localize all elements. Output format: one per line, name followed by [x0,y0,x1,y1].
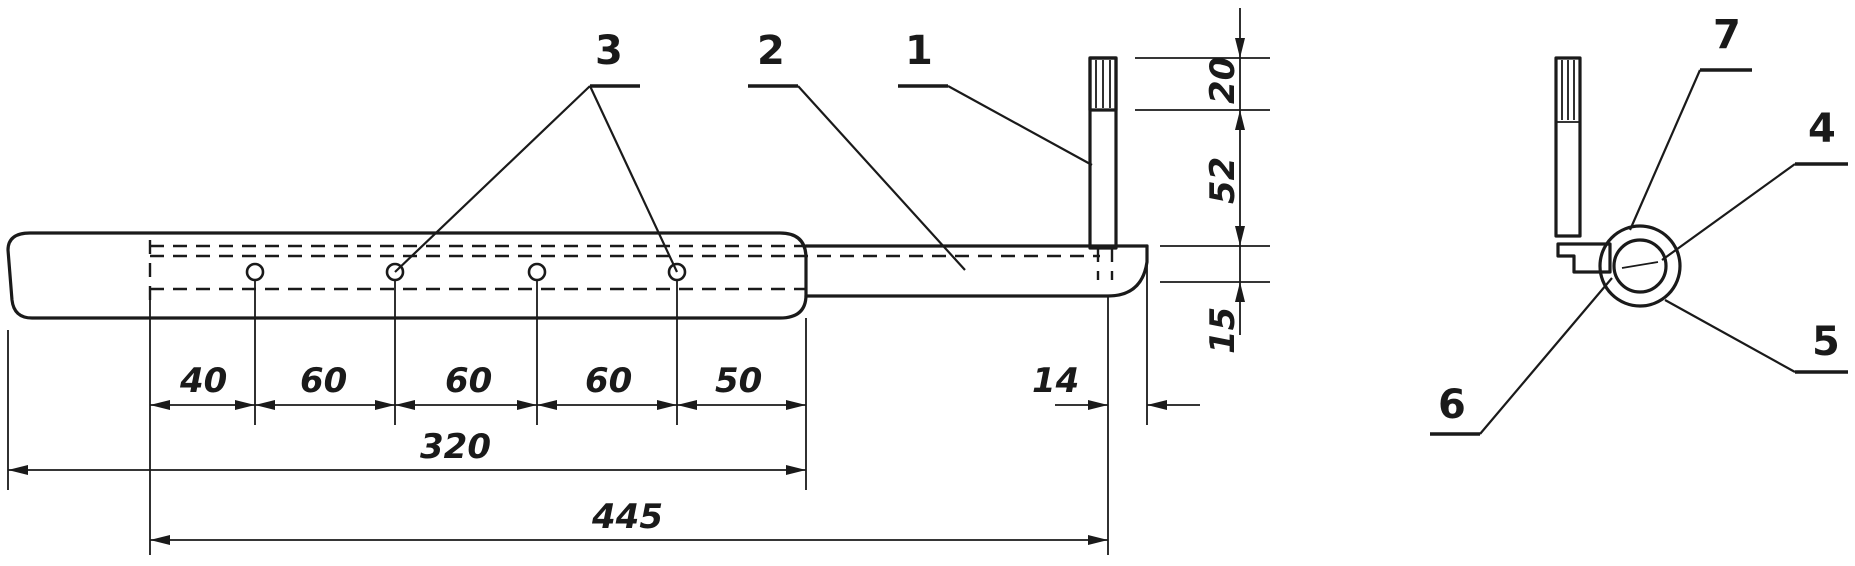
callout-4: 4 [1661,106,1848,261]
end-view-shaft [1554,56,1582,238]
callout-6: 6 [1430,277,1613,436]
callout-5-label: 5 [1812,319,1840,365]
dim-320: 320 [420,427,491,467]
vertical-dimensions: 20 52 15 [1203,8,1245,354]
dim-50: 50 [715,361,762,401]
dimension-chain: 40 60 60 60 50 [150,361,806,410]
end-view-tube-inner [1612,238,1668,294]
callout-2-label: 2 [757,28,785,74]
callout-3-label: 3 [595,28,623,74]
dim-52: 52 [1203,157,1243,204]
callout-7-label: 7 [1713,12,1741,58]
callout-5: 5 [1664,299,1848,374]
extension-lines [7,57,1270,555]
callout-4-label: 4 [1808,106,1836,152]
dim-15: 15 [1203,307,1243,354]
dim-60-a: 60 [300,361,347,401]
callout-7: 7 [1628,12,1752,231]
dim-60-c: 60 [585,361,632,401]
dimension-320: 320 [8,427,806,475]
handle-grip [6,231,808,320]
handle-assembly-end-view [1554,56,1682,308]
dim-60-b: 60 [445,361,492,401]
callout-3: 3 [394,28,678,273]
callout-6-label: 6 [1438,382,1466,428]
dim-14: 14 [1032,361,1079,401]
handle-assembly-side-view [6,56,1149,320]
end-view-bracket [1556,242,1612,274]
callout-1: 1 [898,28,1093,166]
end-view-tube-outer [1598,224,1682,308]
tube-bottom [804,244,1149,298]
dimension-445: 445 [150,497,1108,545]
callout-1-label: 1 [905,28,933,74]
dim-20: 20 [1203,57,1243,104]
callout-2: 2 [748,28,966,271]
dim-40: 40 [179,361,227,401]
dimension-14: 14 [1032,361,1200,410]
rivet-hole-1 [245,262,265,282]
dim-445: 445 [591,497,663,537]
rivet-hole-3 [527,262,547,282]
